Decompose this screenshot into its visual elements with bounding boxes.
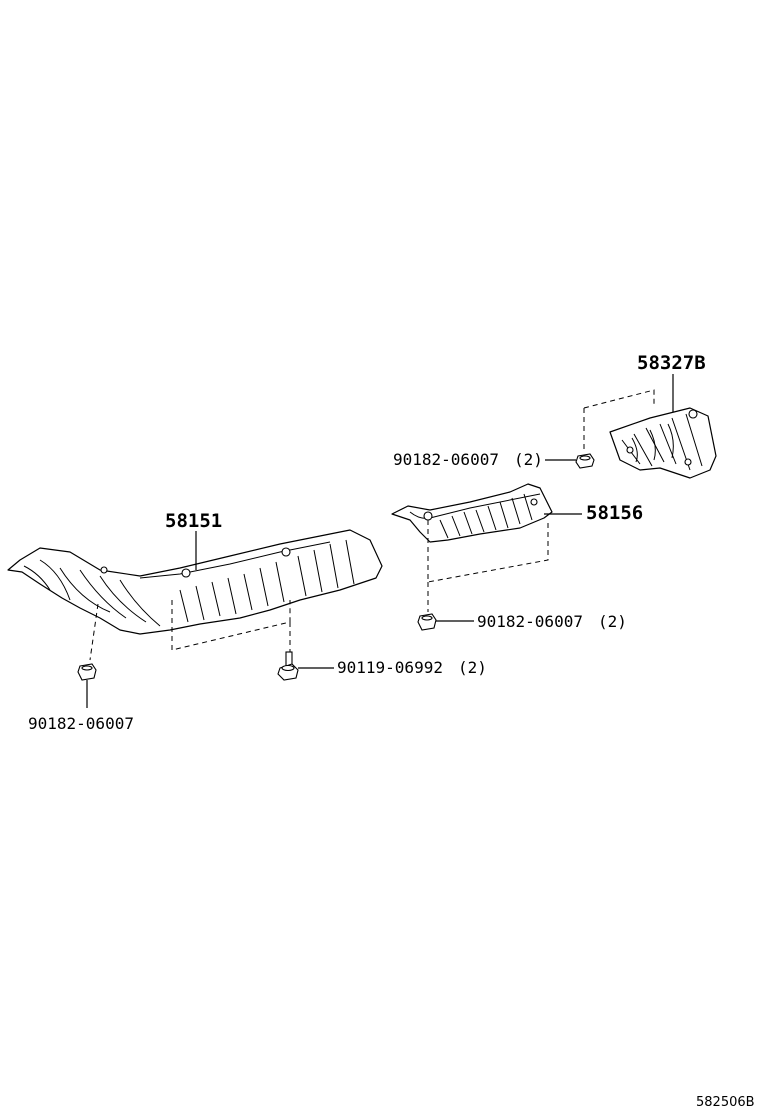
- label-58151: 58151: [165, 510, 222, 532]
- dashed-58151-nut: [89, 603, 99, 661]
- nut-left-icon[interactable]: [77, 663, 97, 681]
- dashed-58151: [171, 600, 291, 651]
- figure-code: 582506B: [696, 1095, 755, 1110]
- label-58327b: 58327B: [637, 352, 706, 374]
- label-58156: 58156: [586, 502, 643, 524]
- nut-upper-right-icon[interactable]: [575, 453, 595, 469]
- part-58327b-drawing[interactable]: [609, 407, 717, 479]
- bolt-center-icon[interactable]: [277, 651, 299, 681]
- part-58151-drawing[interactable]: [7, 529, 383, 635]
- label-nut-upper-right-qty: (2): [514, 450, 543, 469]
- nut-middle-icon[interactable]: [417, 613, 437, 631]
- label-bolt-qty: (2): [458, 658, 487, 677]
- label-bolt-number: 90119-06992: [337, 658, 443, 677]
- label-nut-middle-qty: (2): [598, 612, 627, 631]
- dashed-58156: [427, 520, 549, 583]
- label-nut-upper-right-number: 90182-06007: [393, 450, 499, 469]
- label-nut-left-number: 90182-06007: [28, 714, 134, 733]
- dashed-58327b: [583, 389, 655, 452]
- label-nut-middle-number: 90182-06007: [477, 612, 583, 631]
- part-58156-drawing[interactable]: [391, 483, 553, 543]
